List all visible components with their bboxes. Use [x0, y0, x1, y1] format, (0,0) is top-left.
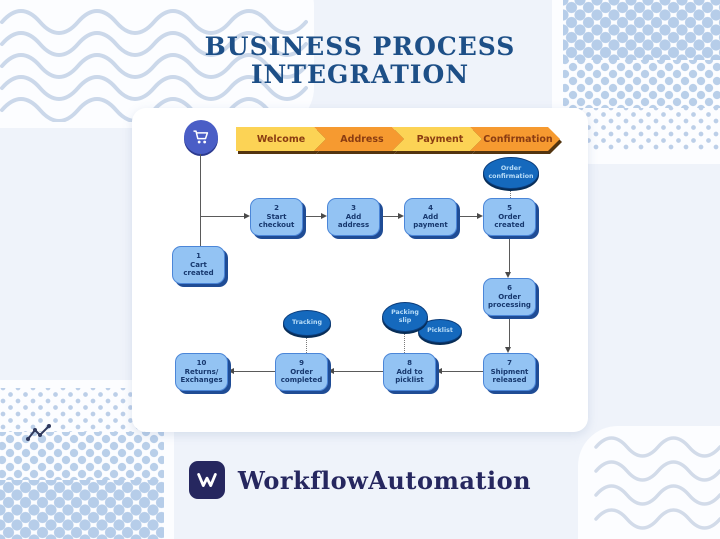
node-number: 8: [407, 359, 412, 367]
page-title-line-1: BUSINESS PROCESS: [204, 32, 516, 61]
flow-node-add-address: 3 Add address: [327, 198, 380, 236]
page-title: BUSINESS PROCESS INTEGRATION: [0, 33, 720, 89]
connector-node7-node8: [442, 371, 483, 373]
arrowhead: [477, 213, 483, 219]
node-label: Add: [422, 212, 439, 221]
flow-node-order-completed: 9 Order completed: [275, 353, 328, 391]
node-label: Shipment: [490, 367, 529, 376]
connector-packingslip-node8: [404, 332, 405, 353]
node-label: Start: [266, 212, 287, 221]
progress-step-label: Payment: [416, 133, 464, 145]
flow-node-order-processing: 6 Order processing: [483, 278, 536, 316]
flowchart-card: Welcome Address Payment Confirmation: [132, 108, 588, 432]
arrowhead: [244, 213, 250, 219]
node-number: 6: [507, 284, 512, 292]
node-number: 1: [196, 252, 201, 260]
flow-node-returns-exchanges: 10 Returns/ Exchanges: [175, 353, 228, 391]
progress-step-address: Address: [314, 127, 404, 151]
flow-node-cart-created: 1 Cart created: [172, 246, 225, 284]
arrowhead: [505, 347, 511, 353]
line-chart-icon: [26, 424, 51, 441]
node-label: Add: [345, 212, 362, 221]
arrowhead: [398, 213, 404, 219]
checkout-progress-bar: Welcome Address Payment Confirmation: [236, 127, 560, 151]
progress-step-payment: Payment: [392, 127, 482, 151]
flow-node-add-payment: 4 Add payment: [404, 198, 457, 236]
waves-decoration-bottom-right: [594, 436, 720, 530]
dot-band: [563, 60, 720, 108]
progress-step-label: Confirmation: [483, 133, 553, 145]
node-label: created: [183, 269, 214, 278]
dot-band: [0, 480, 164, 539]
node-number: 9: [299, 359, 304, 367]
arrowhead: [505, 272, 511, 278]
node-label: completed: [280, 376, 323, 385]
ellipse-label: Picklist: [427, 327, 453, 335]
ellipse-order-confirmation: Order confirmation: [483, 157, 539, 189]
page-title-line-2: INTEGRATION: [250, 60, 470, 89]
node-label: Add to: [396, 367, 423, 376]
arrowhead: [228, 368, 234, 374]
connector-tracking-node9: [306, 336, 307, 353]
connector-node8-node9: [334, 371, 383, 373]
node-label: Order: [290, 367, 313, 376]
node-number: 10: [196, 359, 207, 367]
shopping-cart-icon: [184, 120, 218, 154]
connector-confirmation-node5: [510, 190, 511, 198]
workflow-w-logo-icon: [188, 461, 225, 499]
node-label: checkout: [258, 221, 295, 230]
connector-node4-node5: [457, 216, 477, 218]
flow-node-order-created: 5 Order created: [483, 198, 536, 236]
connector-node9-node10: [234, 371, 275, 373]
node-number: 7: [507, 359, 512, 367]
node-label: payment: [413, 221, 448, 230]
node-label: Order: [498, 292, 521, 301]
progress-step-label: Welcome: [256, 133, 306, 145]
node-label: address: [337, 221, 370, 230]
node-label: Cart: [190, 260, 207, 269]
connector-node6-node7: [509, 316, 511, 347]
node-label: released: [492, 376, 527, 385]
node-number: 2: [274, 204, 279, 212]
flow-node-shipment-released: 7 Shipment released: [483, 353, 536, 391]
node-number: 5: [507, 204, 512, 212]
connector-node2-node3: [303, 216, 321, 218]
connector-node3-node4: [380, 216, 398, 218]
node-label: processing: [488, 301, 531, 310]
brand-name: WorkflowAutomation: [237, 465, 532, 495]
progress-step-confirmation: Confirmation: [470, 127, 560, 151]
arrowhead: [328, 368, 334, 374]
connector-junction-to-node2: [201, 216, 244, 218]
halftone-dots-top-right: [563, 0, 720, 150]
node-number: 3: [351, 204, 356, 212]
ellipse-label: Order confirmation: [488, 165, 534, 180]
ellipse-tracking: Tracking: [283, 310, 331, 336]
node-label: Order: [498, 212, 521, 221]
arrowhead: [321, 213, 327, 219]
connector-cart-to-node1: [200, 154, 202, 246]
arrowhead: [436, 368, 442, 374]
dot-band: [563, 0, 720, 60]
ellipse-packing-slip: Packing slip: [382, 302, 428, 332]
node-label: created: [494, 221, 525, 230]
node-label: picklist: [395, 376, 424, 385]
progress-step-label: Address: [340, 133, 384, 145]
progress-step-welcome: Welcome: [236, 127, 326, 151]
corner-patch-bottom-right: [578, 426, 720, 539]
footer-brand: WorkflowAutomation: [0, 458, 720, 502]
node-label: Exchanges: [180, 376, 223, 385]
dot-band: [563, 108, 720, 150]
flow-node-add-to-picklist: 8 Add to picklist: [383, 353, 436, 391]
ellipse-label: Tracking: [291, 319, 323, 327]
flow-node-start-checkout: 2 Start checkout: [250, 198, 303, 236]
ellipse-label: Packing slip: [391, 309, 419, 324]
node-number: 4: [428, 204, 433, 212]
connector-node5-node6: [509, 236, 511, 272]
node-label: Returns/: [184, 367, 219, 376]
